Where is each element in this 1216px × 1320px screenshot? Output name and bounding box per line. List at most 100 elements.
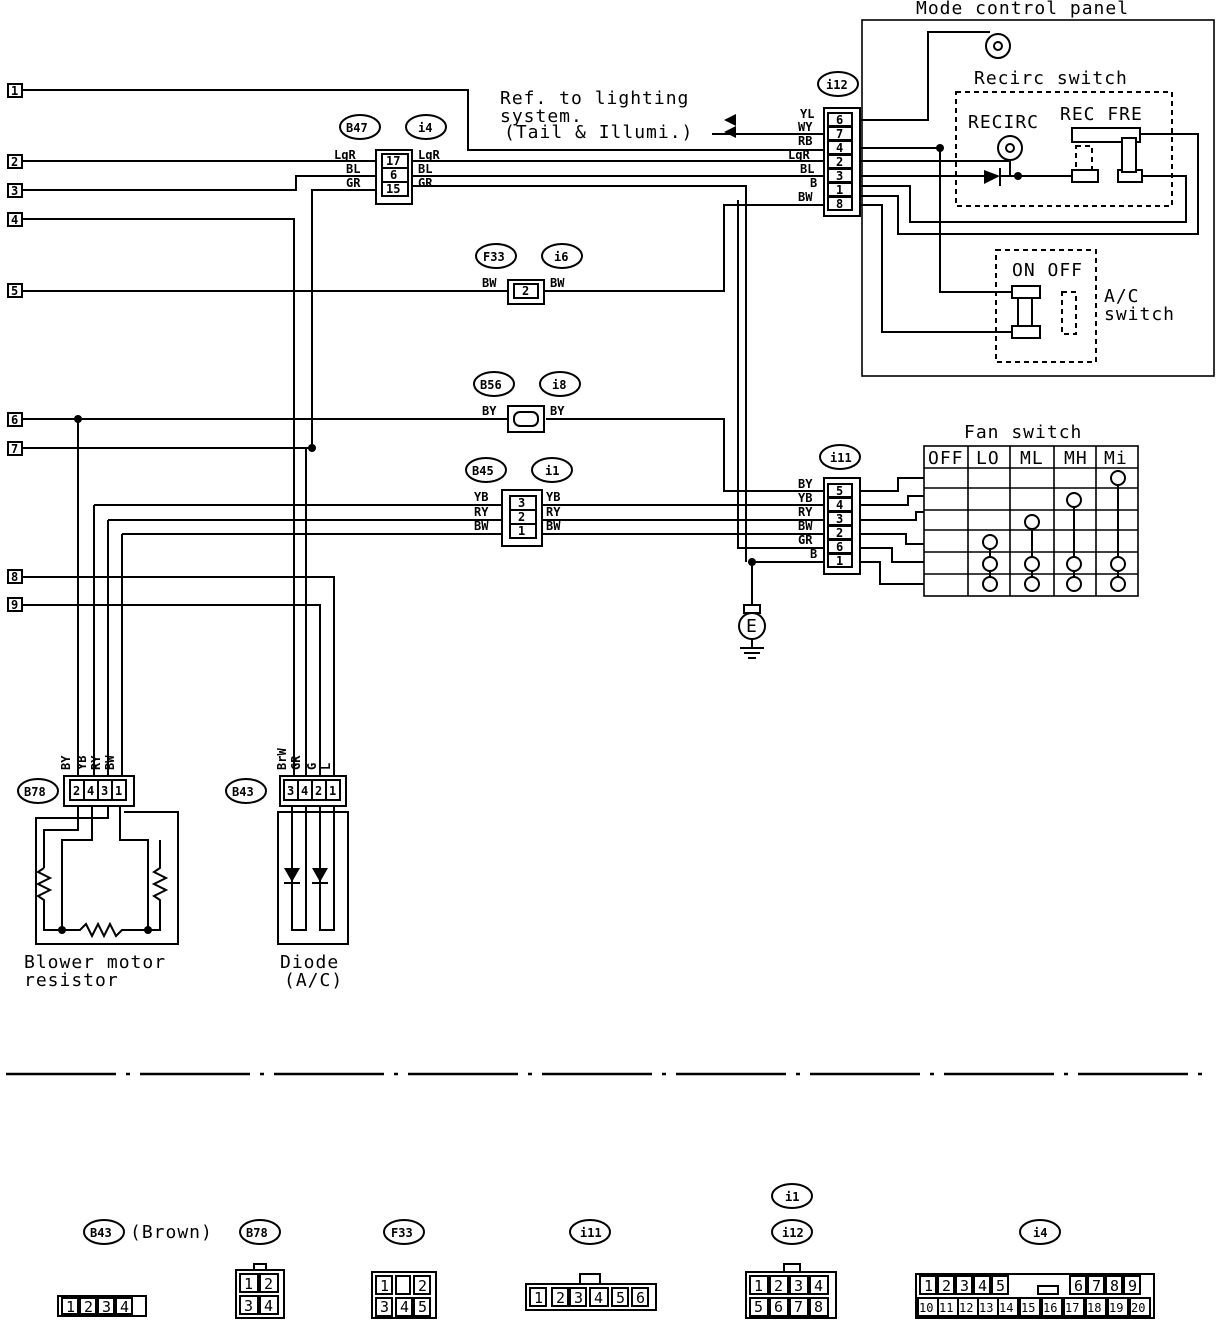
- svg-text:2: 2: [264, 1275, 273, 1293]
- svg-text:7: 7: [11, 442, 18, 456]
- svg-text:Fan switch: Fan switch: [964, 422, 1082, 443]
- svg-text:YB: YB: [546, 490, 560, 504]
- connector-b47-i4: B47 i4 17 6 15 LgR BL GR LgR BL GR: [334, 114, 447, 205]
- svg-text:RY: RY: [89, 755, 103, 770]
- svg-text:BW: BW: [550, 276, 565, 290]
- svg-text:Blower motor: Blower motor: [24, 952, 166, 973]
- svg-text:i12: i12: [826, 78, 848, 92]
- terminal-9: 9: [7, 597, 23, 612]
- svg-text:BY: BY: [798, 477, 813, 491]
- svg-text:Diode: Diode: [280, 952, 339, 973]
- svg-text:RY: RY: [798, 505, 813, 519]
- svg-text:BW: BW: [798, 190, 813, 204]
- terminal-1: 1: [7, 83, 23, 98]
- svg-text:Mi: Mi: [1104, 448, 1128, 469]
- svg-text:L: L: [319, 763, 333, 770]
- legend-i11: i11 1 2 3 4 5 6: [525, 1219, 657, 1311]
- svg-text:3: 3: [794, 1277, 803, 1295]
- svg-text:switch: switch: [1104, 304, 1175, 325]
- svg-text:GR: GR: [346, 176, 361, 190]
- terminal-4: 4: [7, 212, 23, 227]
- svg-text:B: B: [810, 176, 817, 190]
- svg-text:Mode control panel: Mode control panel: [916, 0, 1129, 19]
- terminal-8: 8: [7, 569, 23, 584]
- svg-text:8: 8: [814, 1298, 823, 1316]
- svg-text:2: 2: [418, 1277, 427, 1295]
- svg-text:1: 1: [836, 183, 843, 197]
- svg-text:15: 15: [1021, 1301, 1035, 1315]
- svg-text:4: 4: [87, 784, 94, 798]
- svg-text:6: 6: [390, 168, 397, 182]
- svg-text:1: 1: [244, 1275, 253, 1293]
- svg-text:i11: i11: [580, 1226, 602, 1240]
- svg-text:4: 4: [264, 1297, 273, 1315]
- terminal-2: 2: [7, 154, 23, 169]
- terminal-list: 1 2 3 4 5 6 7 8 9: [7, 83, 23, 612]
- svg-text:BL: BL: [418, 162, 432, 176]
- svg-text:B45: B45: [472, 464, 494, 478]
- svg-text:YB: YB: [798, 491, 812, 505]
- legend-f33: F33 1 2 3 4 5: [371, 1219, 437, 1319]
- svg-text:BrW: BrW: [275, 748, 289, 770]
- svg-text:i6: i6: [554, 250, 568, 264]
- svg-text:resistor: resistor: [24, 970, 119, 991]
- svg-text:17: 17: [1065, 1301, 1079, 1315]
- svg-text:BW: BW: [482, 276, 497, 290]
- fan-switch: Fan switch OFF LO ML MH Mi: [923, 422, 1139, 597]
- ground-e: E: [738, 558, 766, 659]
- svg-text:2: 2: [942, 1277, 951, 1295]
- svg-text:RB: RB: [798, 134, 812, 148]
- svg-text:i8: i8: [552, 378, 566, 392]
- legend-i4: i4 1 2 3 4 5 6 7 8 9 10 11 12 13 14 15 1…: [915, 1219, 1155, 1319]
- svg-text:3: 3: [518, 496, 525, 510]
- connector-b56-i8: B56 i8 BY BY: [473, 371, 581, 433]
- svg-text:i1: i1: [785, 1190, 799, 1204]
- svg-text:F33: F33: [391, 1226, 413, 1240]
- svg-text:15: 15: [386, 182, 400, 196]
- mode-control-panel: Mode control panel Recirc switch RECIRC …: [861, 0, 1215, 377]
- terminal-5: 5: [7, 283, 23, 298]
- svg-text:1: 1: [380, 1277, 389, 1295]
- svg-text:1: 1: [115, 784, 122, 798]
- svg-text:i12: i12: [782, 1226, 804, 1240]
- svg-text:BY: BY: [550, 404, 565, 418]
- svg-text:6: 6: [11, 413, 18, 427]
- svg-text:ON OFF: ON OFF: [1012, 260, 1083, 281]
- wires: [22, 31, 1199, 776]
- svg-text:(A/C): (A/C): [284, 970, 343, 991]
- svg-text:13: 13: [979, 1301, 993, 1315]
- svg-text:3: 3: [244, 1297, 253, 1315]
- svg-text:A/C: A/C: [1104, 286, 1140, 307]
- svg-text:3: 3: [574, 1289, 583, 1307]
- svg-text:1: 1: [329, 784, 336, 798]
- svg-text:i4: i4: [1033, 1226, 1047, 1240]
- svg-text:BL: BL: [346, 162, 360, 176]
- svg-text:2: 2: [836, 526, 843, 540]
- svg-text:7: 7: [1092, 1277, 1101, 1295]
- svg-text:5: 5: [836, 484, 843, 498]
- svg-text:B43: B43: [90, 1226, 112, 1240]
- fan-contacts: [982, 470, 1126, 592]
- blower-motor-resistor: BY YB RY BW B78 2 4 3 1 Blower motor res…: [17, 755, 179, 991]
- svg-text:2: 2: [73, 784, 80, 798]
- svg-text:system.: system.: [500, 106, 583, 127]
- svg-text:4: 4: [11, 213, 18, 227]
- svg-text:BW: BW: [798, 519, 813, 533]
- svg-text:20: 20: [1131, 1301, 1145, 1315]
- svg-text:E: E: [746, 616, 758, 637]
- svg-text:LO: LO: [976, 448, 1000, 469]
- svg-text:i1: i1: [545, 464, 559, 478]
- svg-text:19: 19: [1109, 1301, 1123, 1315]
- svg-text:(Brown): (Brown): [130, 1222, 213, 1243]
- svg-text:GR: GR: [798, 533, 813, 547]
- svg-text:2: 2: [518, 510, 525, 524]
- svg-text:OFF: OFF: [928, 448, 964, 469]
- svg-text:ML: ML: [1020, 448, 1044, 469]
- svg-text:4: 4: [120, 1298, 129, 1316]
- svg-text:4: 4: [978, 1277, 987, 1295]
- svg-text:12: 12: [959, 1301, 973, 1315]
- svg-text:17: 17: [386, 154, 400, 168]
- svg-text:1: 1: [518, 524, 525, 538]
- svg-text:2: 2: [11, 155, 18, 169]
